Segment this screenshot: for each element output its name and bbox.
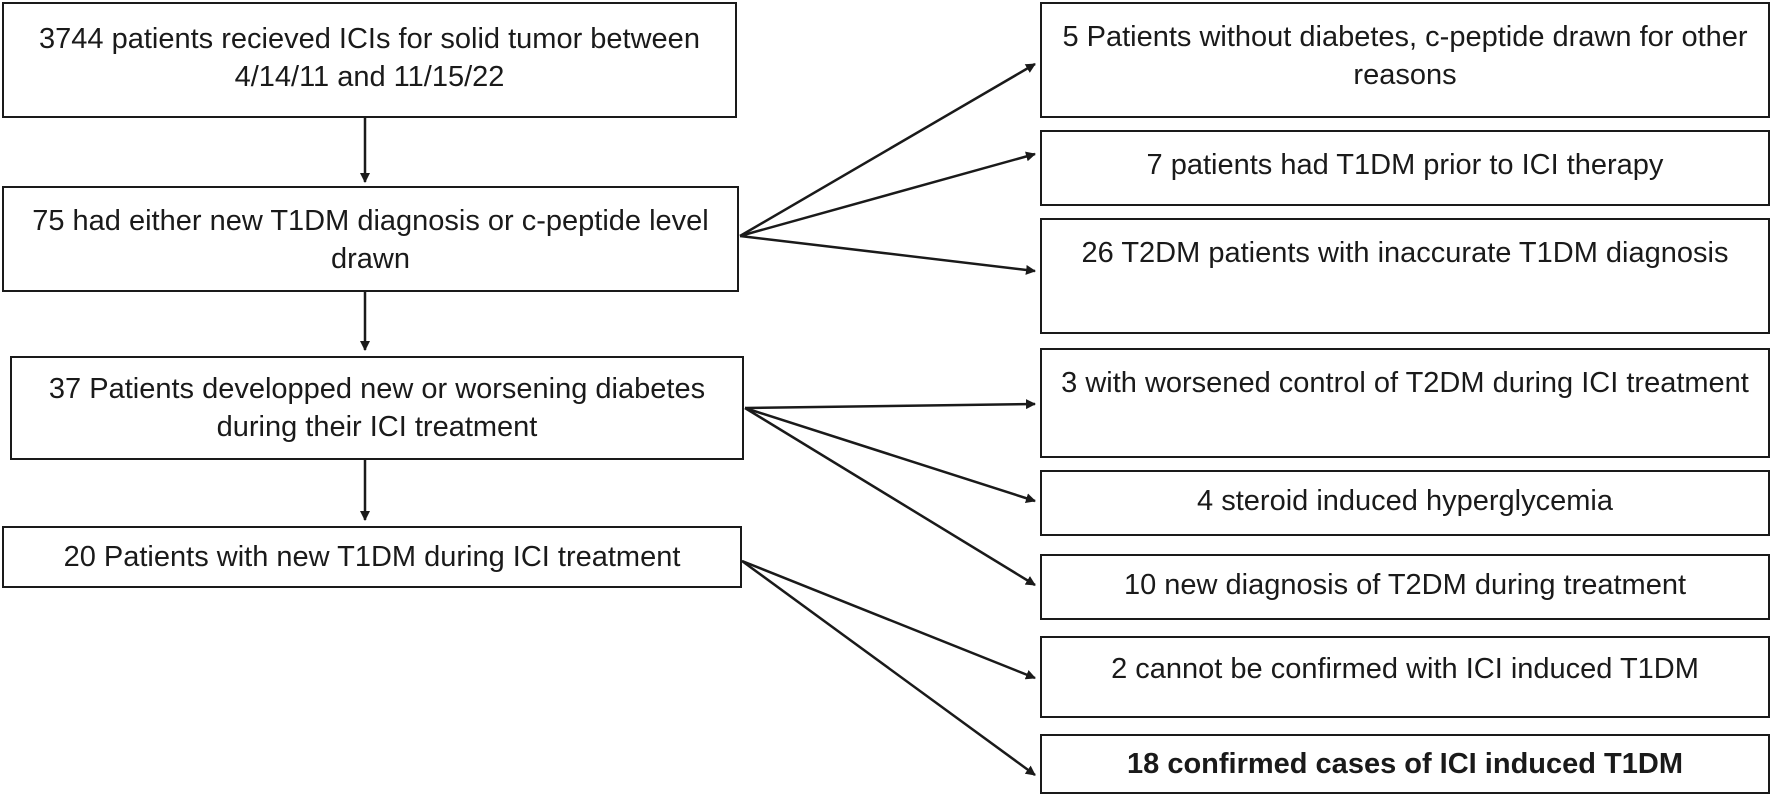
step-3-text: 37 Patients developped new or worsening …: [48, 373, 706, 443]
outcome-1-text: 5 Patients without diabetes, c-peptide d…: [1062, 21, 1748, 91]
step-4-text: 20 Patients with new T1DM during ICI tre…: [63, 541, 681, 573]
arrow-step2-to-outcome1: [739, 62, 1036, 238]
outcome-2-box: 7 patients had T1DM prior to ICI therapy: [1040, 130, 1770, 206]
outcome-5-box: 4 steroid induced hyperglycemia: [1040, 470, 1770, 536]
outcome-7-text: 2 cannot be confirmed with ICI induced T…: [1111, 653, 1699, 685]
outcome-5-text: 4 steroid induced hyperglycemia: [1197, 485, 1613, 517]
outcome-3-text: 26 T2DM patients with inaccurate T1DM di…: [1081, 237, 1729, 269]
arrow-step4-to-outcome8: [741, 559, 1036, 777]
arrow-step2-to-outcome3: [739, 234, 1036, 275]
outcome-4-text: 3 with worsened control of T2DM during I…: [1061, 367, 1749, 399]
step-4-box: 20 Patients with new T1DM during ICI tre…: [2, 526, 742, 588]
outcome-7-box: 2 cannot be confirmed with ICI induced T…: [1040, 636, 1770, 718]
step-1-text: 3744 patients recieved ICIs for solid tu…: [39, 23, 700, 93]
outcome-8-text: 18 confirmed cases of ICI induced T1DM: [1127, 748, 1683, 780]
outcome-3-box: 26 T2DM patients with inaccurate T1DM di…: [1040, 218, 1770, 334]
step-1-box: 3744 patients recieved ICIs for solid tu…: [2, 2, 737, 118]
arrow-step2-to-outcome2: [739, 151, 1036, 238]
outcome-1-box: 5 Patients without diabetes, c-peptide d…: [1040, 2, 1770, 118]
arrow-step3-to-outcome6: [744, 406, 1036, 587]
outcome-6-text: 10 new diagnosis of T2DM during treatmen…: [1123, 569, 1687, 601]
step-3-box: 37 Patients developped new or worsening …: [10, 356, 744, 460]
outcome-2-text: 7 patients had T1DM prior to ICI therapy: [1146, 149, 1664, 181]
arrow-step4-to-outcome7: [741, 559, 1036, 680]
step-2-box: 75 had either new T1DM diagnosis or c-pe…: [2, 186, 739, 292]
arrow-step3-to-outcome5: [744, 406, 1036, 504]
outcome-4-box: 3 with worsened control of T2DM during I…: [1040, 348, 1770, 458]
step-2-text: 75 had either new T1DM diagnosis or c-pe…: [32, 205, 709, 275]
arrow-step3-to-outcome4: [744, 399, 1036, 410]
outcome-6-box: 10 new diagnosis of T2DM during treatmen…: [1040, 554, 1770, 620]
outcome-8-box: 18 confirmed cases of ICI induced T1DM: [1040, 734, 1770, 794]
